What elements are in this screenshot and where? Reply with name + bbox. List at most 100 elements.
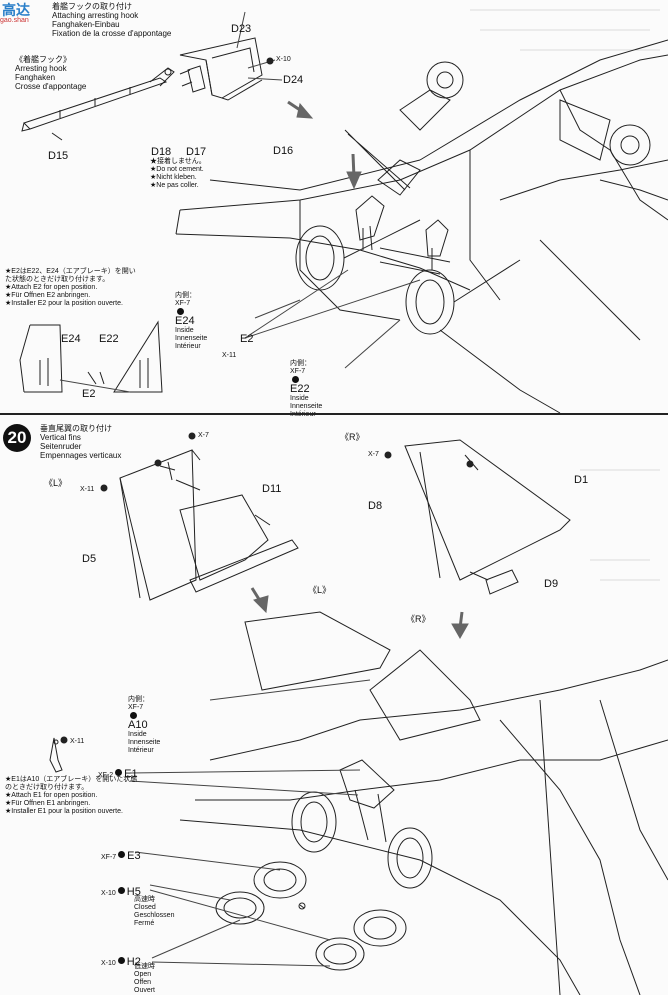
no-cement-de: ★Nicht kleben. (150, 174, 197, 181)
part-e1: E1 (124, 768, 138, 780)
side-label-r: 《R》 (340, 432, 365, 442)
part-e2: E2 (240, 333, 254, 345)
e1-note-ja1: ★E1はA10（エアブレーキ）を開いた状態 (5, 776, 138, 783)
e1-note: ★E1はA10（エアブレーキ）を開いた状態 のときだけ取り付けます。 ★Atta… (5, 776, 137, 816)
screw-x11-hinge: X-11 (70, 738, 85, 745)
paint-dot-icon (130, 712, 137, 719)
open-fr: Ouvert (134, 987, 156, 994)
paint-dot-icon (115, 769, 123, 777)
e2-note-fr: ★Installer E2 pour la position ouverte. (5, 300, 123, 307)
screw-x11-left: X-11 (80, 486, 95, 493)
open-de: Offen (134, 979, 151, 986)
open-note: 低速時 Open Offen Ouvert (134, 963, 155, 995)
inside-e22-ja: 内側： (290, 360, 311, 367)
no-cement-fr: ★Ne pas coller. (150, 182, 199, 189)
part-e24: E24 (175, 315, 195, 327)
part-d1: D1 (574, 474, 589, 486)
part-d9: D9 (544, 578, 559, 590)
closed-note: 高速時 Closed Geschlossen Fermé (134, 896, 174, 928)
inside-e22-de: Innenseite (290, 403, 323, 410)
inside-a10-ja: 内側： (128, 696, 149, 703)
open-en: Open (134, 971, 152, 978)
part-h2: H2 (126, 956, 141, 968)
paint-dot-icon (117, 887, 125, 895)
step-divider (0, 413, 668, 415)
step19-title-fr: Fixation de la crosse d'appontage (52, 29, 172, 38)
inside-e22-en: Inside (290, 395, 309, 402)
e2-note-ja2: た状態のときだけ取り付けます。 (5, 276, 110, 283)
step19-title-ja: 着艦フックの取り付け (52, 2, 132, 11)
paint-dot-icon (292, 376, 299, 383)
part-d5: D5 (82, 553, 97, 565)
open-ja: 低速時 (134, 963, 155, 970)
watermark-sub: gao.shan (0, 17, 29, 24)
screw-x10: X-10 (276, 56, 291, 63)
h5-label-group: X-10 H5 (101, 882, 141, 900)
screw-x10-h2: X-10 (101, 960, 116, 967)
screw-xf7-e3: XF-7 (101, 854, 117, 861)
paint-dot-icon (117, 957, 125, 965)
no-cement-note: ★接着しません。 ★Do not cement. ★Nicht kleben. … (150, 158, 206, 190)
part-e22: E22 (290, 383, 310, 395)
inside-e24-de: Innenseite (175, 335, 208, 342)
e1-note-de: ★Für Offnen E1 anbringen. (5, 800, 91, 807)
inside-e24-en: Inside (175, 327, 194, 334)
closed-ja: 高速時 (134, 896, 155, 903)
e2-note-en: ★Attach E2 for open position. (5, 284, 98, 291)
no-cement-ja: ★接着しません。 (150, 158, 206, 165)
h2-label-group: X-10 H2 (101, 952, 141, 970)
part-h5: H5 (126, 886, 141, 898)
screw-xf7-e24: XF-7 (175, 300, 191, 307)
inside-a10-en: Inside (128, 731, 147, 738)
screw-x7-left: X-7 (198, 432, 209, 439)
e1-note-en: ★Attach E1 for open position. (5, 792, 98, 799)
step19-title-en: Attaching arresting hook (52, 11, 139, 20)
screw-x10-h5: X-10 (101, 890, 116, 897)
part-d18: D18 (151, 146, 172, 158)
side-label-l-assembly: 《L》 (308, 585, 332, 595)
part-d17: D17 (186, 146, 207, 158)
inside-e24-fr: Intérieur (175, 343, 201, 350)
arresting-hook-heading: 《着艦フック》 Arresting hook Fanghaken Crosse … (15, 55, 86, 91)
part-d24: D24 (283, 74, 304, 86)
watermark-chars: 高达 (2, 2, 30, 18)
part-d16: D16 (273, 145, 294, 157)
screw-xf2: XF-2 (98, 772, 114, 779)
screw-x11: X-11 (222, 352, 237, 359)
no-cement-en: ★Do not cement. (150, 166, 204, 173)
side-label-r-assembly: 《R》 (406, 614, 431, 624)
part-a10: A10 (128, 719, 148, 731)
part-d23: D23 (231, 23, 252, 35)
inside-a10-de: Innenseite (128, 739, 161, 746)
paint-dot-icon (177, 308, 184, 315)
e1-note-fr: ★Installer E1 pour la position ouverte. (5, 808, 123, 815)
e2-note-ja1: ★E2はE22、E24（エアブレーキ）を開い (5, 268, 136, 275)
hook-heading-ja: 《着艦フック》 (15, 55, 71, 64)
hook-heading-de: Fanghaken (15, 73, 56, 82)
e2-note-de: ★Für Offnen E2 anbringen. (5, 292, 91, 299)
hook-heading-en: Arresting hook (15, 64, 67, 73)
part-e24-diagram: E24 (61, 333, 81, 345)
part-e22-diagram: E22 (99, 333, 119, 345)
paint-dot-icon (118, 851, 126, 859)
screw-xf7-a10: XF-7 (128, 704, 144, 711)
inside-e24-ja: 内側： (175, 292, 196, 299)
e2-note: ★E2はE22、E24（エアブレーキ）を開い た状態のときだけ取り付けます。 ★… (5, 268, 136, 308)
e1-label-group: XF-2 E1 (98, 764, 138, 782)
hook-heading-fr: Crosse d'appontage (15, 82, 87, 91)
part-d11: D11 (262, 483, 282, 495)
closed-fr: Fermé (134, 920, 155, 927)
part-d15: D15 (48, 150, 69, 162)
part-e3: E3 (127, 850, 141, 862)
closed-de: Geschlossen (134, 912, 175, 919)
inside-a10-fr: Intérieur (128, 747, 154, 754)
e3-label-group: XF-7 E3 (101, 846, 141, 864)
part-e2-diagram: E2 (82, 388, 96, 400)
screw-x7-right: X-7 (368, 451, 379, 458)
part-d8: D8 (368, 500, 383, 512)
